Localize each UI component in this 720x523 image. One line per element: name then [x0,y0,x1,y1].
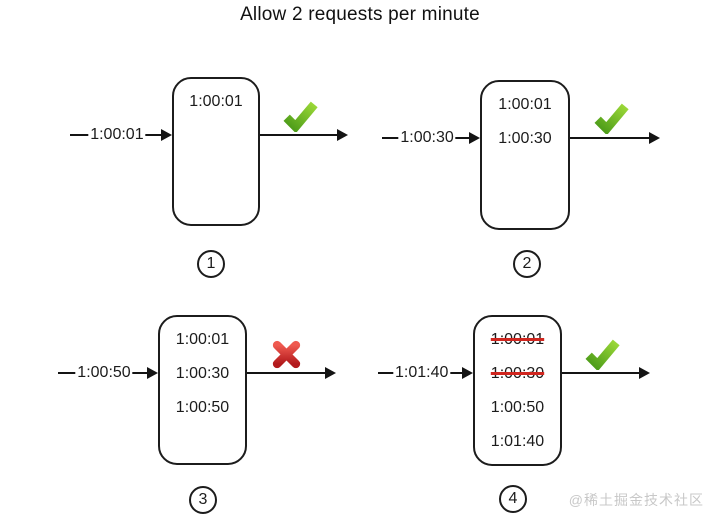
arrowhead-icon [469,132,480,144]
arrow-line [247,372,327,374]
window-entry: 1:00:50 [490,399,545,416]
sliding-window-box: 1:00:01 1:00:30 1:00:50 1:01:40 [473,315,562,466]
arrowhead-icon [649,132,660,144]
incoming-request-label: 1:00:50 [75,364,133,382]
diagram-title: Allow 2 requests per minute [240,4,480,25]
arrowhead-icon [147,367,158,379]
allow-check-icon [283,101,318,132]
incoming-request-label: 1:00:01 [88,126,146,144]
window-entry: 1:00:30 [498,130,552,147]
window-entry: 1:00:01 [175,331,230,348]
incoming-request-label: 1:01:40 [392,364,451,382]
window-entry: 1:00:50 [175,399,230,416]
window-entry-expired: 1:00:30 [490,365,545,382]
step-number-badge: 4 [499,485,527,513]
allow-check-icon [585,339,620,370]
window-entry: 1:01:40 [490,433,545,450]
arrow-line [260,134,339,136]
step-number-badge: 2 [513,250,541,278]
sliding-window-box: 1:00:01 1:00:30 [480,80,570,230]
arrow-line [562,372,641,374]
arrowhead-icon [462,367,473,379]
arrow-line [570,137,651,139]
window-entry: 1:00:01 [498,96,552,113]
community-watermark: @稀土掘金技术社区 [568,492,704,508]
allow-check-icon [594,103,629,134]
window-entry-expired: 1:00:01 [490,331,545,348]
window-entry: 1:00:01 [189,93,243,110]
arrowhead-icon [639,367,650,379]
sliding-window-box: 1:00:01 1:00:30 1:00:50 [158,315,247,465]
step-number-badge: 3 [189,486,217,514]
arrowhead-icon [325,367,336,379]
arrowhead-icon [161,129,172,141]
step-number-badge: 1 [197,250,225,278]
arrowhead-icon [337,129,348,141]
window-entry: 1:00:30 [175,365,230,382]
deny-cross-icon [272,340,301,369]
incoming-request-label: 1:00:30 [398,129,456,147]
sliding-window-box: 1:00:01 [172,77,260,226]
